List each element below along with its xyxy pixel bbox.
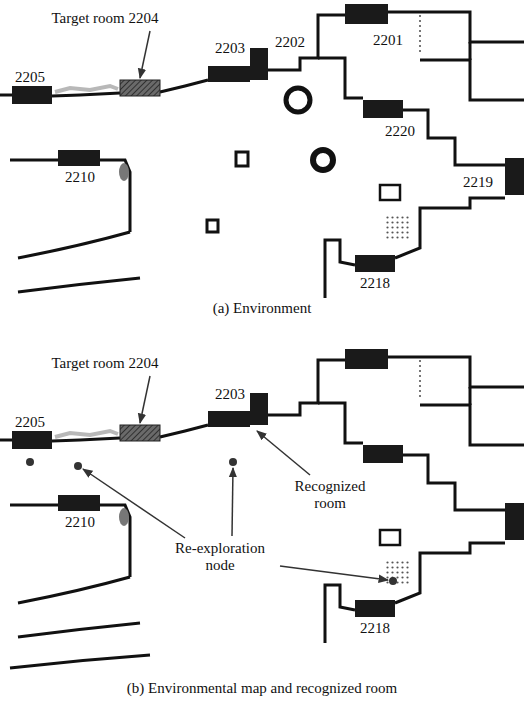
pillars — [207, 88, 333, 232]
room-number: 2203 — [215, 40, 245, 57]
leader-arrow — [232, 468, 233, 536]
pillar — [313, 150, 333, 170]
environment-map — [0, 4, 524, 298]
room-number: 2218 — [360, 275, 390, 292]
re-exploration-dot — [26, 458, 34, 466]
re-exploration-dot — [229, 458, 237, 466]
room-number: 2205 — [15, 69, 45, 86]
leader-arrow — [140, 376, 150, 423]
target-label: Target room 2204 — [52, 355, 159, 372]
pillar — [236, 152, 248, 166]
leader-lines — [83, 31, 388, 580]
figure-caption: (a) Environment — [213, 300, 312, 317]
re-exploration-dot — [74, 462, 82, 470]
figure-caption: (b) Environmental map and recognized roo… — [127, 680, 397, 697]
callout-label: Recognized room — [282, 478, 378, 513]
leader-arrow — [280, 566, 388, 580]
room-number: 2219 — [463, 174, 493, 191]
pillar — [207, 220, 218, 232]
room-number: 2205 — [15, 414, 45, 431]
leader-arrow — [83, 469, 185, 538]
room-number: 2203 — [215, 386, 245, 403]
map-edge — [10, 655, 150, 668]
callout-label: Re-exploration node — [161, 540, 279, 575]
leader-arrow — [140, 31, 150, 78]
room-number: 2201 — [373, 32, 403, 49]
pillar — [286, 88, 310, 112]
environmental-map — [0, 349, 524, 643]
re-exploration-nodes — [26, 458, 397, 585]
room-number: 2210 — [65, 514, 95, 531]
room-number: 2218 — [360, 620, 390, 637]
re-exploration-dot — [389, 577, 397, 585]
room-number: 2210 — [65, 169, 95, 186]
room-number: 2220 — [385, 123, 415, 140]
leader-arrow — [257, 431, 310, 475]
room-number: 2202 — [275, 34, 305, 51]
target-label: Target room 2204 — [52, 10, 159, 27]
